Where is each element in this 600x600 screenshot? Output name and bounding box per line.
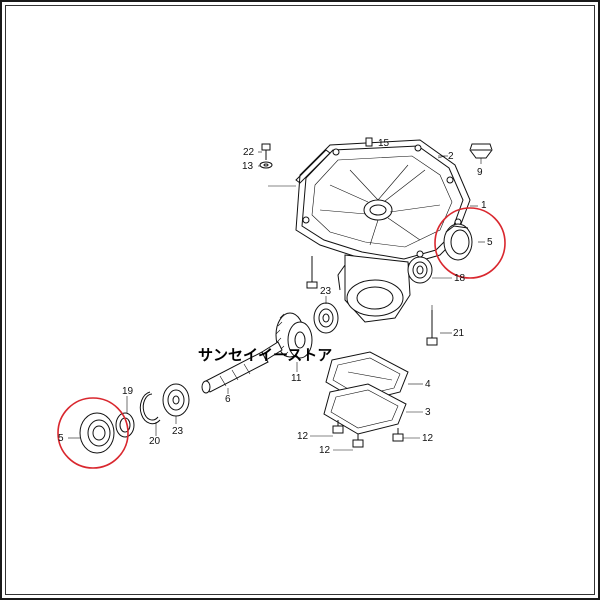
oil-seal-lower (57, 397, 129, 469)
label-part-21: 21 (453, 328, 465, 339)
label-part-5-lower: 5 (58, 433, 64, 444)
bolt-12-right (392, 428, 404, 442)
label-part-23-upper: 23 (320, 286, 332, 297)
label-part-4: 4 (425, 379, 431, 390)
label-part-12-middle: 12 (319, 445, 331, 456)
bolt-left-case (306, 256, 318, 289)
label-part-11: 11 (291, 373, 302, 384)
bolt-12-middle (352, 434, 364, 448)
oil-seal-upper (434, 207, 506, 279)
highlight-ring-lower (57, 397, 129, 469)
label-part-12-right: 12 (422, 433, 434, 444)
label-part-19: 19 (122, 386, 134, 397)
label-part-20: 20 (149, 436, 161, 447)
label-part-9: 9 (477, 167, 483, 178)
label-part-5-upper: 5 (487, 237, 493, 248)
bolt-22 (259, 143, 273, 169)
label-part-13: 13 (242, 161, 254, 172)
bearing-23-upper (313, 302, 339, 334)
label-part-18: 18 (454, 273, 466, 284)
gasket-3 (323, 383, 407, 435)
label-part-15: 15 (378, 138, 390, 149)
label-part-12-left: 12 (297, 431, 309, 442)
highlight-ring-upper (434, 207, 506, 279)
label-part-2: 2 (448, 151, 454, 162)
dowel-15 (365, 137, 373, 147)
bevel-gear-11 (261, 312, 313, 361)
gear-case-cover (295, 139, 471, 323)
label-part-1: 1 (481, 200, 487, 211)
bolt-21 (426, 305, 438, 346)
label-part-22: 22 (243, 147, 255, 158)
label-part-6: 6 (225, 394, 231, 405)
gasket (268, 149, 446, 187)
bearing-18 (407, 256, 433, 284)
plug-9 (469, 143, 493, 159)
bolt-12-left (332, 420, 344, 434)
label-part-23-lower: 23 (172, 426, 184, 437)
spacer-19 (115, 412, 135, 438)
diagram-inner-frame (5, 5, 595, 595)
store-watermark: サンセイイーストア (198, 346, 332, 364)
circlip-20 (139, 391, 161, 425)
label-part-3: 3 (425, 407, 431, 418)
leader-lines (68, 151, 485, 451)
drive-shaft (201, 351, 269, 394)
bearing-23-lower (162, 383, 190, 417)
